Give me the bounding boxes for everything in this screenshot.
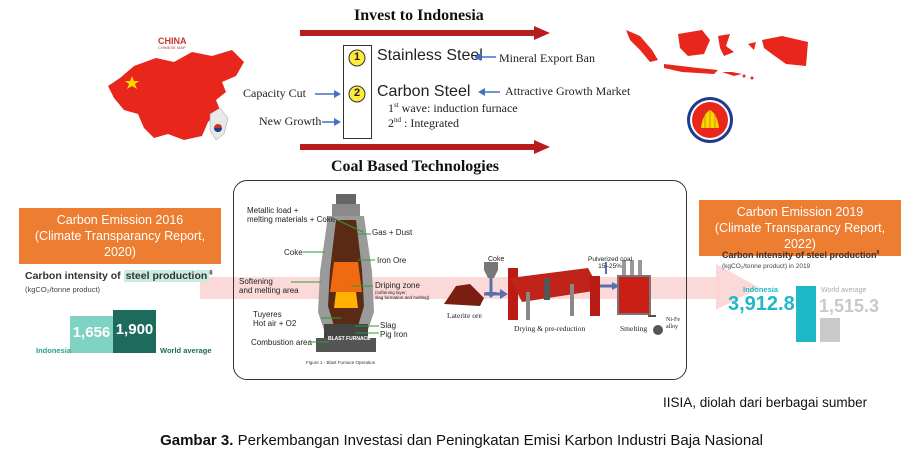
pulverized-coal-label: Pulverized coal 15–25% — [588, 256, 633, 270]
invest-arrow — [300, 26, 550, 40]
smelting-label: Smelting — [620, 324, 648, 333]
capacity-cut-arrow — [315, 90, 341, 98]
figure-caption-text: Perkembangan Investasi dan Peningkatan E… — [233, 432, 763, 449]
number-1: 1 — [353, 51, 361, 63]
coke-label: Coke — [284, 248, 303, 257]
china-label: CHINA — [158, 36, 187, 46]
wave-2-text: 2nd : Integrated — [388, 116, 459, 130]
softening-label: Softening and melting area — [239, 277, 299, 295]
wave-1-rest: wave: induction furnace — [398, 101, 518, 115]
stainless-steel-label: Stainless Steel — [377, 47, 483, 64]
left-bar-world — [113, 310, 156, 353]
mineral-export-ban-label: Mineral Export Ban — [499, 51, 595, 65]
china-sublabel: CHINESE MAP — [158, 45, 186, 50]
right-ci-title-text: Carbon intensity of steel production — [722, 250, 877, 260]
metallic-load-label: Metallic load + melting materials + Coke — [247, 206, 336, 224]
left-ci-title-highlight: steel production — [123, 270, 210, 282]
right-indonesia-value: 3,912.8 — [728, 293, 795, 315]
pig-iron-label: Pig Iron — [380, 330, 408, 339]
right-ci-subtitle-year: in 2019 — [788, 263, 811, 270]
gas-dust-label: Gas + Dust — [372, 228, 413, 237]
right-world-label: World average — [821, 287, 867, 294]
right-ci-subtitle: (kgCO₂/tonne product) in 2019 — [722, 263, 810, 270]
figure-caption: Gambar 3. Perkembangan Investasi dan Pen… — [0, 432, 923, 449]
left-bar-indonesia — [70, 316, 113, 353]
wave-2-rest: : Integrated — [401, 116, 459, 130]
right-bar-world — [820, 318, 840, 342]
left-ci-title-sup: 8 — [209, 270, 213, 277]
carbon-steel-label: Carbon Steel — [377, 83, 471, 100]
left-world-value: 1,900 — [115, 321, 154, 338]
left-indonesia-label: Indonesia — [36, 346, 72, 355]
furnace-figure-caption: Figure 1 - Blast Furnace Operation — [306, 360, 376, 365]
emission-2016-header: Carbon Emission 2016 (Climate Transparan… — [19, 208, 221, 264]
left-world-label: World average — [160, 346, 212, 355]
right-indonesia-label: Indonesia — [743, 285, 779, 294]
left-indonesia-value: 1,656 — [72, 324, 111, 341]
right-ci-title: Carbon intensity of steel production8 — [722, 250, 879, 260]
wave-1-sup: st — [394, 101, 399, 109]
iron-ore-label: Iron Ore — [377, 256, 407, 265]
numbers-box — [343, 45, 372, 139]
slag-label: Slag — [380, 321, 397, 330]
furnace-pointers — [291, 217, 379, 343]
right-ci-subtitle-unit: (kgCO₂/tonne product) — [722, 263, 788, 270]
wave-2-sup: nd — [394, 116, 401, 124]
right-bar-indonesia — [796, 286, 816, 342]
dripping-sublabel: (softening layer, slag formation and mel… — [375, 290, 430, 300]
capacity-cut-label: Capacity Cut — [243, 86, 306, 100]
right-ci-title-sup: 8 — [876, 250, 880, 256]
new-growth-arrow — [322, 118, 341, 126]
figure-caption-label: Gambar 3. — [160, 432, 234, 449]
nife-alloy-label: Ni-Fe alloy — [666, 317, 680, 330]
source-note: IISIA, diolah dari berbagai sumber — [663, 395, 868, 410]
rkef-process-icon — [444, 260, 663, 335]
left-ci-title-prefix: Carbon intensity of — [25, 270, 124, 282]
number-badge-1 — [348, 49, 366, 67]
mineral-ban-arrow — [474, 53, 496, 61]
blast-furnace-icon — [316, 194, 376, 352]
tuyeres-label: Tuyeres Hot air + O2 — [253, 310, 297, 328]
right-world-value: 1,515.3 — [819, 296, 880, 316]
emission-2019-header: Carbon Emission 2019 (Climate Transparan… — [699, 200, 901, 256]
technology-box — [233, 180, 687, 380]
china-map-icon — [108, 50, 244, 141]
laterite-ore-label: Laterite ore — [447, 311, 482, 320]
number-badge-2 — [348, 85, 366, 103]
new-growth-label: New Growth — [259, 114, 322, 128]
wave-1-text: 1st wave: induction furnace — [388, 101, 518, 115]
coal-arrow — [300, 140, 550, 154]
left-ci-subtitle: (kgCO₂/tonne product) — [25, 285, 101, 294]
asean-logo-icon — [687, 97, 733, 143]
attractive-market-arrow — [478, 88, 500, 96]
dripping-label: Driping zone — [375, 281, 420, 290]
indonesia-map-icon — [626, 30, 808, 80]
combustion-label: Combustion area — [251, 338, 312, 347]
number-2: 2 — [353, 87, 361, 99]
coal-title: Coal Based Technologies — [331, 158, 500, 175]
attractive-market-label: Attractive Growth Market — [505, 84, 631, 98]
invest-title: Invest to Indonesia — [354, 7, 484, 24]
rkef-coke-label: Coke — [488, 256, 505, 263]
blast-furnace-label: BLAST FURNACE — [328, 336, 371, 342]
drying-label: Drying & pre-reduction — [514, 324, 586, 333]
